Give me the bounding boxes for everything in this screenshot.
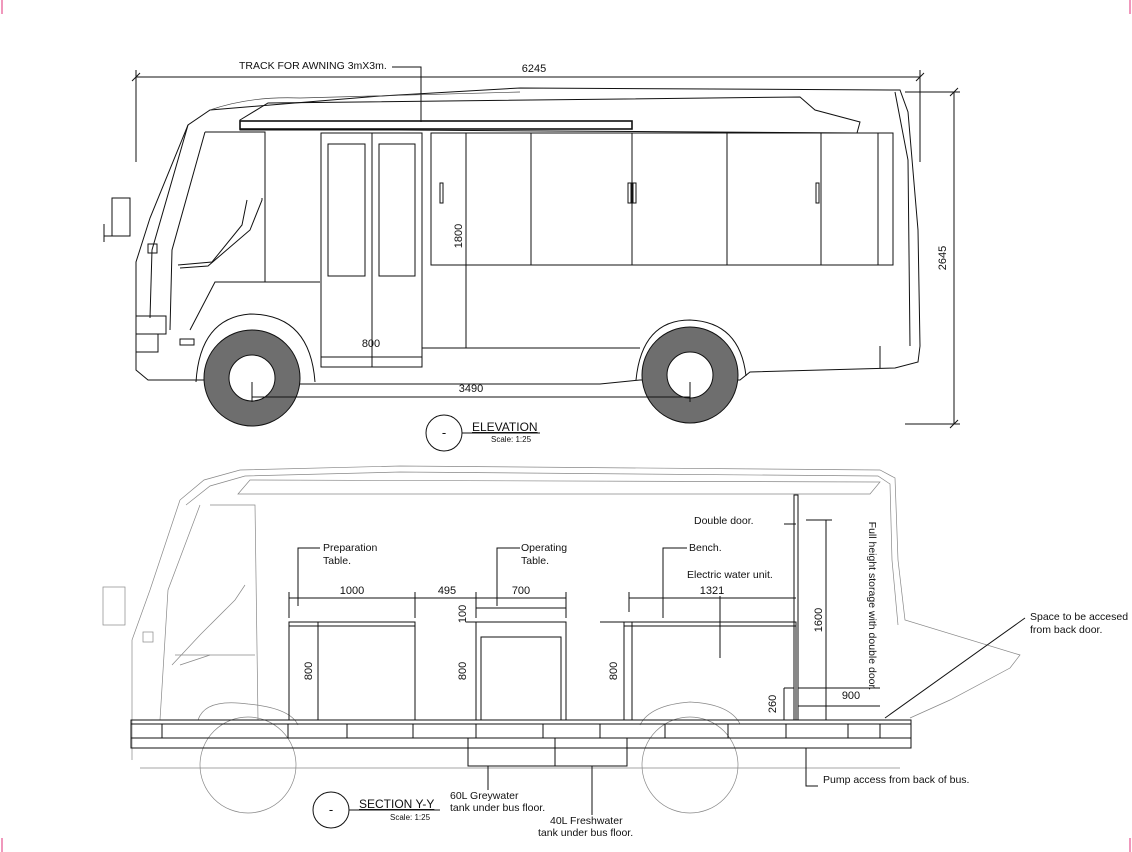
- section-rear-wheel: [641, 716, 739, 814]
- operating-table-label-2: Table.: [521, 555, 549, 567]
- prep-height-label: 800: [303, 662, 315, 680]
- panel-handle: [632, 182, 637, 204]
- floor-deck: [130, 719, 912, 749]
- overall-height-label: 2645: [937, 246, 949, 270]
- window-band: [430, 132, 894, 266]
- roof-edge: [209, 91, 521, 111]
- elevation-title: ELEVATION: [472, 420, 538, 434]
- freshwater-label-2: tank under bus floor.: [538, 827, 633, 839]
- section-title: SECTION Y-Y: [359, 797, 434, 811]
- cab: [103, 124, 320, 353]
- greywater-tank: [467, 737, 556, 767]
- rear-wheel-arch: [635, 319, 747, 381]
- awning-leader: [392, 66, 422, 122]
- greywater-label-1: 60L Greywater: [450, 790, 519, 802]
- section-mirror: [102, 586, 126, 626]
- side-mirror: [111, 197, 131, 237]
- overall-length-dimension: 6245: [131, 63, 925, 162]
- section-title-block: - SECTION Y-Y Scale: 1:25: [312, 791, 440, 829]
- section-scale: Scale: 1:25: [390, 813, 431, 822]
- rear-wheel: [641, 326, 739, 424]
- prep-width-label: 1000: [340, 585, 364, 597]
- indicator-light: [147, 243, 158, 254]
- step-height-label: 260: [767, 695, 779, 713]
- section-symbol: -: [329, 802, 333, 817]
- step-light: [179, 338, 195, 346]
- prep-table-label-2: Table.: [323, 555, 351, 567]
- side-door: 800: [320, 132, 640, 368]
- section-view: 60L Greywater tank under bus floor. 40L …: [102, 465, 1128, 839]
- wheelbase-label: 3490: [459, 383, 483, 395]
- rear-storage: Double door. 1600 900 260 Full height st…: [694, 494, 880, 721]
- bench: Bench. Electric water unit. 1321 800: [600, 542, 797, 721]
- operating-table: Operating Table. 700 100 800: [457, 542, 567, 721]
- prep-table-label-1: Preparation: [323, 542, 377, 554]
- space-access-label-1: Space to be accesed: [1030, 611, 1128, 623]
- section-roof-pod: [237, 479, 881, 495]
- storage-depth-label: 900: [842, 690, 860, 702]
- panel-handle: [439, 182, 444, 204]
- space-access-leader: [884, 617, 1026, 719]
- elevation-symbol: -: [442, 425, 446, 440]
- space-access-label-2: from back door.: [1030, 624, 1102, 636]
- section-body-outline: [179, 465, 1021, 719]
- gap-label: 495: [438, 585, 456, 597]
- panel-handle: [815, 182, 820, 204]
- elevation-title-block: - ELEVATION Scale: 1:25: [425, 414, 540, 452]
- op-top-label: 100: [457, 605, 469, 623]
- double-door-label: Double door.: [694, 515, 754, 527]
- elevation-view: 6245 TRACK FOR AWNING 3mX3m.: [103, 60, 960, 452]
- bench-height-label: 800: [608, 662, 620, 680]
- roof-pod: [239, 96, 861, 134]
- preparation-table: Preparation Table. 1000 800: [288, 542, 416, 721]
- window-height-label: 1800: [453, 224, 465, 248]
- overall-height-dimension: 2645: [905, 87, 960, 429]
- operating-table-label-1: Operating: [521, 542, 567, 554]
- freshwater-tank: [554, 737, 628, 767]
- awning-note: TRACK FOR AWNING 3mX3m.: [239, 60, 387, 72]
- bus-body-outline: [135, 87, 921, 385]
- op-width-label: 700: [512, 585, 530, 597]
- op-height-label: 800: [457, 662, 469, 680]
- pump-access-label: Pump access from back of bus.: [823, 774, 969, 786]
- greywater-label-2: tank under bus floor.: [450, 802, 545, 814]
- overall-length-label: 6245: [522, 63, 546, 75]
- electric-water-label: Electric water unit.: [687, 569, 773, 581]
- front-wheel: [203, 329, 301, 427]
- storage-height-label: 1600: [813, 608, 825, 632]
- freshwater-label-1: 40L Freshwater: [550, 815, 623, 827]
- rear-upright: [894, 91, 911, 347]
- front-wheel-arch: [195, 313, 316, 383]
- bench-label: Bench.: [689, 542, 722, 554]
- bench-width-label: 1321: [700, 585, 724, 597]
- section-front-wheel: [199, 716, 297, 814]
- door-width-label: 800: [362, 338, 380, 350]
- awning-track: [239, 120, 633, 130]
- panel-handle: [627, 182, 632, 204]
- elevation-scale: Scale: 1:25: [491, 435, 532, 444]
- pump-access-leader: [805, 748, 818, 787]
- full-height-label: Full height storage with double door.: [866, 522, 878, 691]
